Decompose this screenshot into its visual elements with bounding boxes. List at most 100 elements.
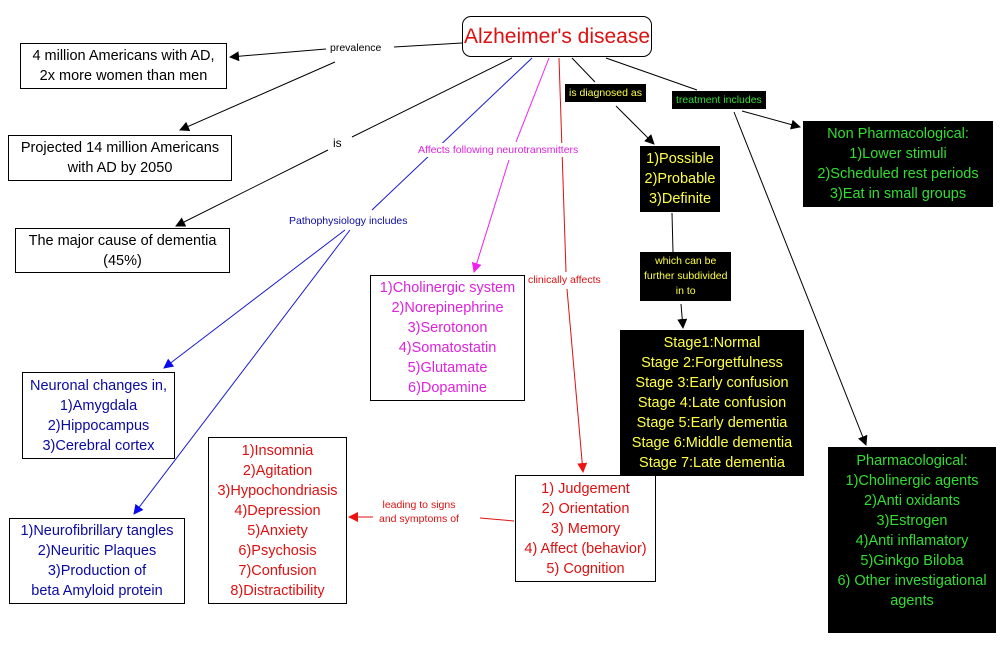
link-text: Affects following neurotransmitters (418, 144, 579, 156)
node-text: with AD by 2050 (67, 160, 173, 176)
edge-pathophysiology-neuronal (163, 229, 346, 369)
edge-root-diagnosed (571, 57, 596, 83)
link-label-affects-neurotransmitters: Affects following neurotransmitters (415, 143, 582, 157)
node-text: 2)Norepinephrine (391, 300, 504, 316)
edge-root-is (351, 57, 513, 138)
link-text: which can be (655, 255, 717, 267)
node-text: 7)Confusion (238, 562, 317, 579)
node-text: 5) Cognition (546, 560, 625, 577)
node-text: beta Amyloid protein (31, 583, 163, 599)
root-node-alzheimers: Alzheimer's disease (462, 16, 652, 57)
node-text: 1)Insomnia (241, 442, 314, 459)
node-text: 8)Distractibility (230, 582, 325, 599)
node-text: 2)Neuritic Plaques (37, 543, 157, 559)
link-text: and symptoms of (379, 513, 459, 525)
edge-diagnosis-subdivided (671, 212, 674, 253)
link-label-clinically-affects: clinically affects (525, 273, 604, 287)
node-stages: Stage1:Normal Stage 2:Forgetfulness Stag… (620, 330, 804, 476)
edge-root-clinically (558, 57, 567, 273)
root-label: Alzheimer's disease (463, 24, 651, 48)
node-text: 3)Estrogen (876, 513, 948, 529)
edge-prevalence-projected (179, 61, 336, 131)
node-text: 6)Psychosis (238, 542, 317, 559)
node-text: (45%) (103, 252, 142, 269)
node-text: 3)Serotonon (407, 320, 488, 336)
node-neuronal-changes: Neuronal changes in, 1)Amygdala 2)Hippoc… (22, 372, 175, 459)
node-diagnosis: 1)Possible 2)Probable 3)Definite (640, 146, 720, 212)
edge-is-major-cause (175, 149, 329, 227)
node-text: Stage1:Normal (663, 335, 761, 351)
node-neurotransmitters: 1)Cholinergic system 2)Norepinephrine 3)… (370, 275, 525, 401)
node-text: 6)Dopamine (408, 380, 487, 396)
node-text: 1)Neurofibrillary tangles (20, 523, 174, 539)
node-text: Pharmacological: (856, 453, 968, 469)
node-prevalence-current: 4 million Americans with AD, 2x more wom… (20, 43, 227, 89)
node-text: 4)Somatostatin (398, 340, 497, 356)
node-text: 5)Glutamate (407, 360, 488, 376)
node-text: 3)Production of (47, 563, 147, 579)
node-text: 3) Memory (550, 520, 621, 537)
node-text: 2x more women than men (39, 68, 208, 84)
node-text: 5)Ginkgo Biloba (860, 553, 964, 569)
node-text: 2) Orientation (541, 500, 630, 517)
node-text: Stage 3:Early confusion (635, 375, 789, 391)
node-text: 1)Cholinergic agents (845, 473, 979, 489)
node-text: 2)Hippocampus (47, 417, 150, 434)
node-text: 1)Amygdala (59, 397, 138, 414)
link-text: further subdivided (644, 270, 728, 282)
node-text: 1)Possible (646, 151, 714, 167)
node-text: Neuronal changes in, (29, 377, 168, 394)
node-major-cause: The major cause of dementia (45%) (15, 228, 230, 273)
node-text: Stage 7:Late dementia (639, 455, 785, 471)
node-text: Non Pharmacological: (827, 126, 969, 142)
node-text: 2)Agitation (242, 462, 313, 479)
link-text: is (333, 136, 342, 150)
node-pharmacological: Pharmacological: 1)Cholinergic agents 2)… (828, 447, 996, 633)
node-text: 2)Anti oxidants (864, 493, 960, 509)
link-text: Pathophysiology includes (289, 215, 408, 227)
link-label-diagnosed-as: is diagnosed as (565, 84, 646, 102)
node-text: 4 million Americans with AD, (32, 48, 215, 64)
node-text: 3)Definite (648, 191, 712, 207)
node-text: Stage 2:Forgetfulness (641, 355, 783, 371)
node-text: The major cause of dementia (28, 232, 217, 249)
link-text: is diagnosed as (569, 87, 642, 99)
edge-clinically-clinical (566, 288, 588, 473)
edge-root-treatment (605, 57, 698, 91)
link-text: treatment includes (676, 94, 762, 106)
link-label-treatment: treatment includes (672, 91, 766, 109)
node-non-pharmacological: Non Pharmacological: 1)Lower stimuli 2)S… (803, 121, 993, 207)
node-text: 2)Probable (644, 171, 716, 187)
edge-subdivided-stages (677, 303, 688, 329)
link-label-prevalence: prevalence (327, 41, 385, 55)
node-text: 4)Anti inflamatory (855, 533, 969, 549)
node-text: Projected 14 million Americans (20, 140, 220, 156)
link-text: clinically affects (528, 274, 601, 286)
edge-treatment-pharm (733, 111, 868, 446)
node-text: 3)Cerebral cortex (42, 437, 155, 454)
edge-diagnosed-diagnosis (615, 105, 655, 145)
node-text: 5)Anxiety (247, 522, 308, 539)
edge-treatment-nonpharm (741, 110, 801, 130)
edge-root-pathophysiology (371, 57, 533, 211)
edge-root-affects-nt (515, 57, 550, 143)
link-label-pathophysiology: Pathophysiology includes (286, 214, 411, 228)
node-text: Stage 5:Early dementia (636, 415, 788, 431)
node-prevalence-projected: Projected 14 million Americans with AD b… (8, 135, 232, 181)
node-clinical: 1) Judgement 2) Orientation 3) Memory 4)… (515, 475, 656, 582)
node-text: 3)Hypochondriasis (217, 482, 338, 499)
node-text: 1)Lower stimuli (849, 146, 947, 162)
link-text: prevalence (330, 42, 382, 54)
link-label-subdivided: which can be further subdivided in to (640, 252, 732, 301)
node-text: 4) Affect (behavior) (524, 540, 647, 557)
node-text: 2)Scheduled rest periods (817, 166, 979, 182)
link-text: leading to signs (382, 499, 456, 511)
node-text: agents (890, 593, 934, 609)
link-label-is: is (330, 136, 345, 150)
edge-pathophysiology-pathology (133, 229, 351, 515)
edge-clinical-leading (479, 517, 515, 522)
node-text: 6) Other investigational (837, 573, 987, 589)
node-text: 1)Cholinergic system (379, 280, 516, 296)
edge-affects-nt-list (471, 159, 510, 273)
link-label-leading-to: leading to signs and symptoms of (376, 498, 462, 526)
